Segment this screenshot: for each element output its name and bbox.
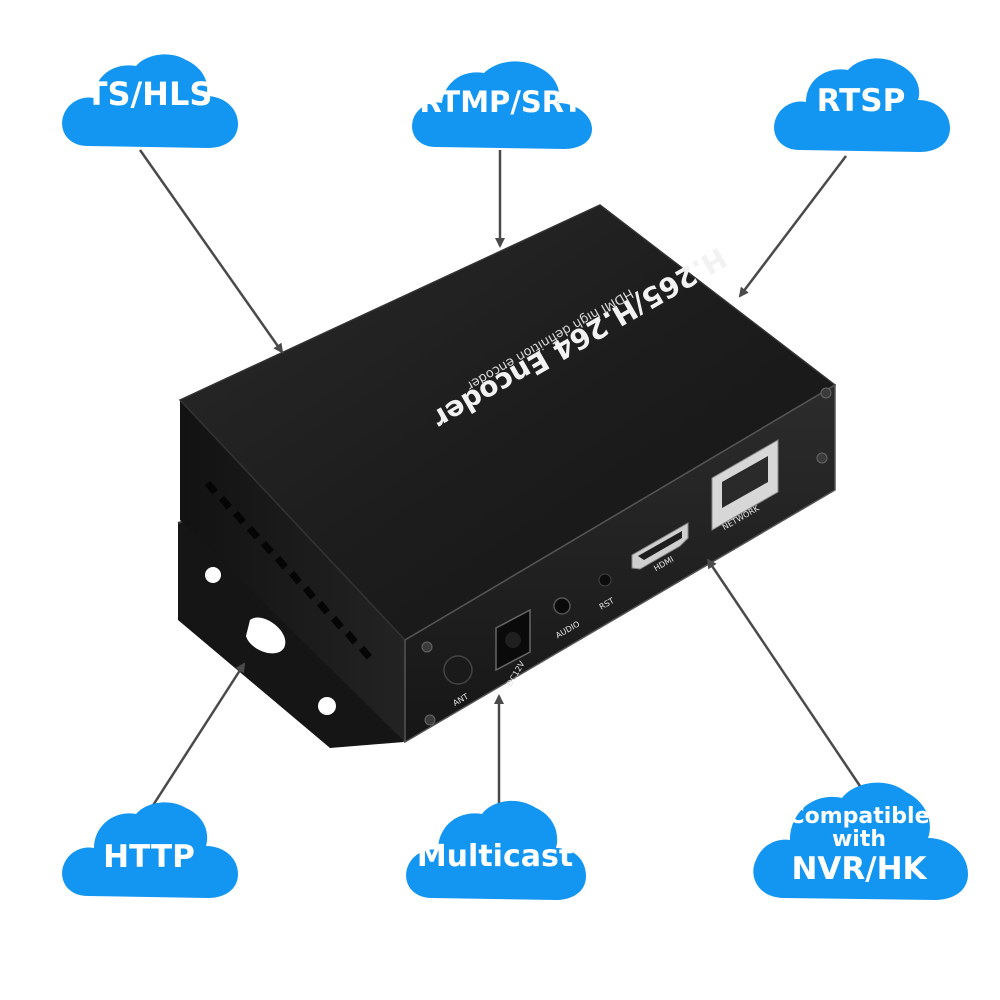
device-left-side [180, 400, 405, 742]
cloud-label-line1: Compatible [788, 803, 930, 829]
cloud-label: Multicast [416, 839, 574, 875]
panel-screws [421, 387, 832, 726]
dc-power-jack [495, 608, 531, 672]
hdmi-port [631, 522, 689, 570]
arrow-ts-hls [138, 149, 284, 354]
cloud-compatible-nvr-hk: Compatible with NVR/HK [748, 776, 970, 906]
reset-button [598, 573, 612, 587]
cloud-label: RTSP [816, 82, 906, 119]
arrow-http [148, 662, 246, 811]
cloud-rtsp: RTSP [770, 54, 952, 158]
cloud-shape [62, 802, 238, 898]
side-vents [204, 480, 372, 660]
network-port [711, 439, 779, 531]
cloud-label-line3: NVR/HK [791, 850, 927, 887]
cloud-shape [753, 782, 968, 900]
cloud-shape [406, 800, 586, 900]
arrow-rtsp [738, 155, 847, 298]
arrow-compatible [706, 558, 866, 793]
cloud-ts-hls: TS/HLS [58, 50, 240, 156]
cloud-http: HTTP [58, 796, 240, 904]
cloud-label: HTTP [103, 838, 195, 875]
cloud-multicast: Multicast [402, 794, 588, 906]
audio-jack [553, 597, 571, 615]
antenna-connector [443, 655, 473, 685]
arrows [138, 149, 866, 811]
bracket-keyhole-slot [246, 617, 286, 654]
cloud-shape [774, 58, 950, 152]
cloud-label: RTMP/SRT [419, 84, 583, 119]
cloud-shape [412, 61, 592, 149]
cloud-label: TS/HLS [85, 75, 213, 114]
bracket-hole [205, 567, 221, 583]
cloud-label-line2: with [831, 826, 887, 852]
cloud-shape [62, 54, 238, 148]
cloud-rtmp-srt: RTMP/SRT [408, 55, 594, 155]
bracket-hole [318, 697, 336, 715]
